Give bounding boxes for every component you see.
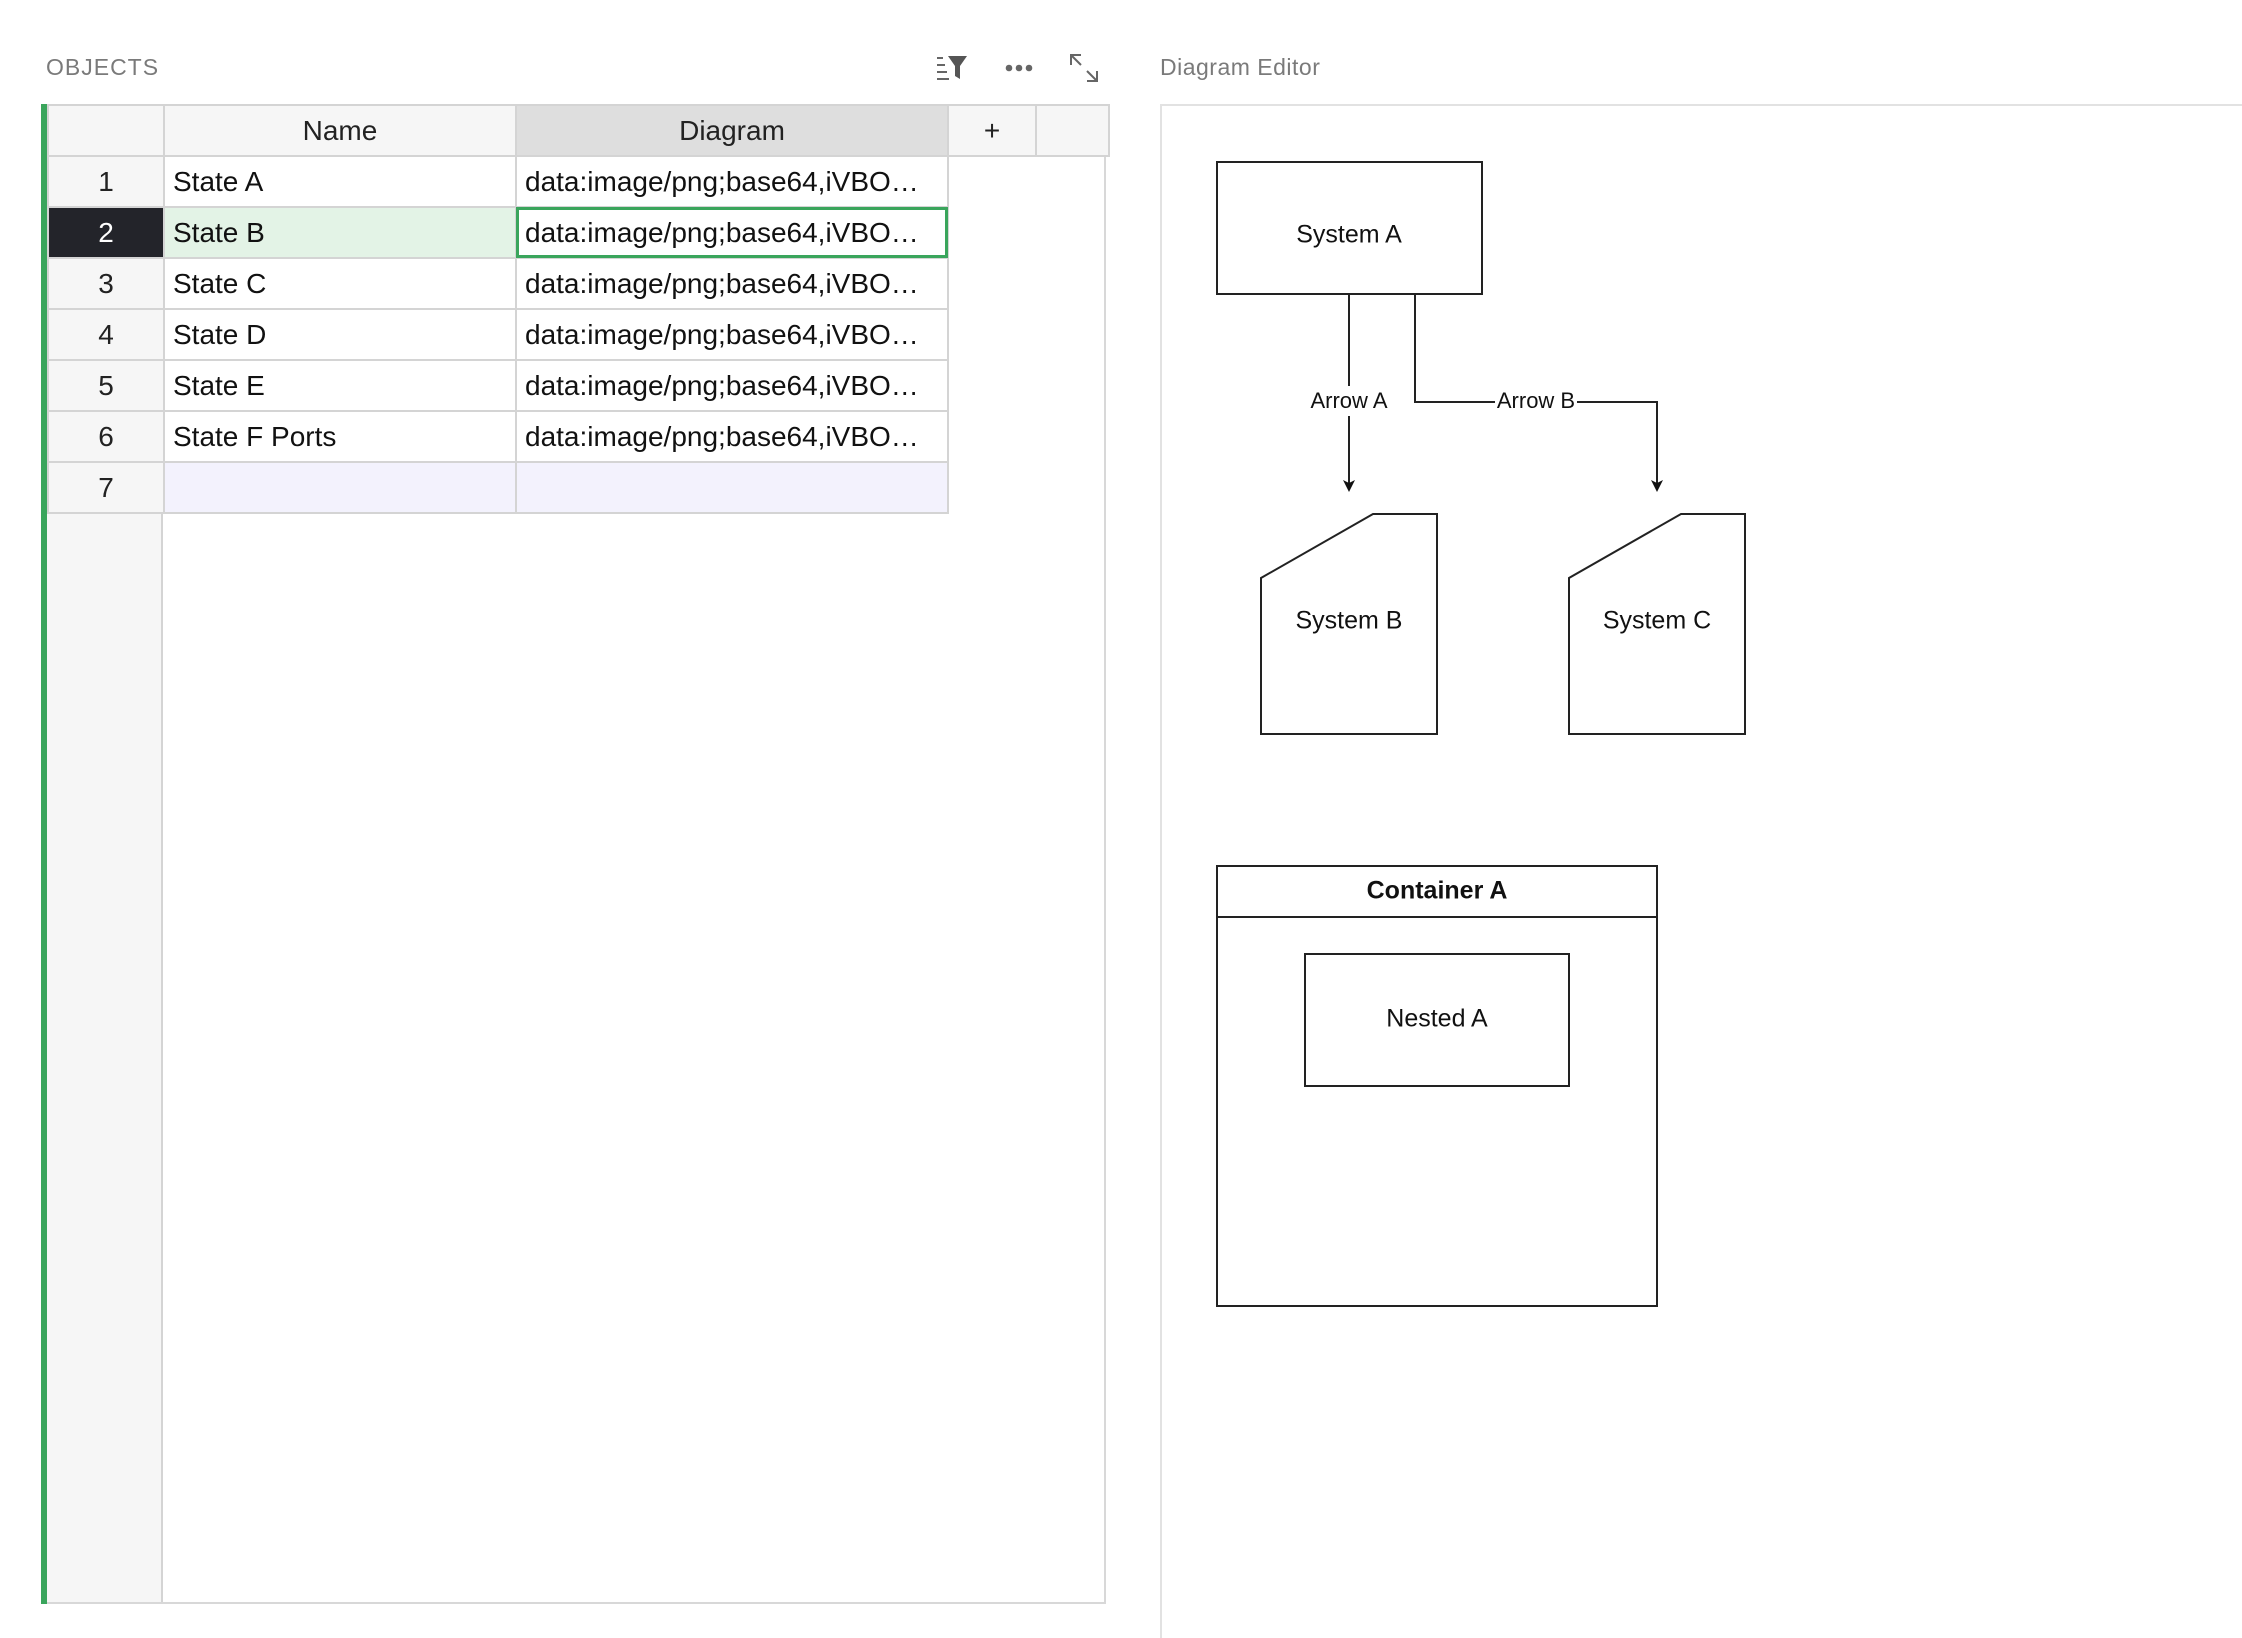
table-row[interactable]: 3 State C data:image/png;base64,iVBO… (47, 257, 1109, 310)
node-container-a-label: Container A (1367, 877, 1508, 905)
edge-arrow-b[interactable]: Arrow B (1414, 294, 1663, 492)
name-cell[interactable]: State B (163, 206, 517, 259)
node-nested-a[interactable]: Nested A (1304, 953, 1570, 1087)
row-number[interactable]: 6 (47, 410, 165, 463)
node-system-b-label: System B (1296, 607, 1403, 635)
expand-icon[interactable] (1064, 50, 1104, 86)
row-number-active[interactable]: 2 (47, 206, 165, 259)
node-system-a-label: System A (1296, 221, 1402, 249)
node-system-c[interactable]: System C (1568, 513, 1746, 735)
edge-arrow-a-label: Arrow A (1310, 388, 1387, 413)
table-row[interactable]: 4 State D data:image/png;base64,iVBO… (47, 308, 1109, 361)
name-cell[interactable]: State F Ports (163, 410, 517, 463)
diagram-cell[interactable]: data:image/png;base64,iVBO… (515, 155, 949, 208)
edge-arrow-b-label: Arrow B (1497, 388, 1575, 413)
table-row[interactable]: 5 State E data:image/png;base64,iVBO… (47, 359, 1109, 412)
row-number[interactable]: 7 (47, 461, 165, 514)
diagram-canvas[interactable]: System A Arrow A Arrow B System B System… (1160, 104, 2242, 1638)
name-cell[interactable]: State D (163, 308, 517, 361)
diagram-cell[interactable]: data:image/png;base64,iVBO… (515, 410, 949, 463)
objects-table: Name Diagram + 1 State A data:image/png;… (47, 104, 1110, 514)
header-row: Name Diagram + (47, 104, 1110, 157)
node-nested-a-label: Nested A (1386, 1005, 1488, 1033)
diagram-cell[interactable]: data:image/png;base64,iVBO… (515, 359, 949, 412)
more-horizontal-icon[interactable] (999, 50, 1039, 86)
row-number[interactable]: 3 (47, 257, 165, 310)
column-header-name[interactable]: Name (163, 104, 517, 157)
objects-panel-title: OBJECTS (46, 54, 160, 80)
diagram-cell[interactable]: data:image/png;base64,iVBO… (515, 257, 949, 310)
corner-cell[interactable] (47, 104, 165, 157)
row-number[interactable]: 4 (47, 308, 165, 361)
node-system-a[interactable]: System A (1216, 161, 1483, 295)
column-header-diagram[interactable]: Diagram (515, 104, 949, 157)
add-column-button[interactable]: + (947, 104, 1037, 157)
column-header-empty (1035, 104, 1110, 157)
diagram-cell-active[interactable]: data:image/png;base64,iVBO… (515, 206, 949, 259)
diagram-editor-title: Diagram Editor (1160, 54, 1321, 80)
name-cell[interactable]: State C (163, 257, 517, 310)
name-cell[interactable]: State A (163, 155, 517, 208)
diagram-cell[interactable]: data:image/png;base64,iVBO… (515, 308, 949, 361)
table-row[interactable]: 6 State F Ports data:image/png;base64,iV… (47, 410, 1109, 463)
table-row[interactable]: 1 State A data:image/png;base64,iVBO… (47, 155, 1109, 208)
row-number[interactable]: 1 (47, 155, 165, 208)
grid-focus-border (41, 104, 1106, 1604)
name-cell[interactable]: State E (163, 359, 517, 412)
name-cell-empty[interactable] (163, 461, 517, 514)
diagram-cell-empty[interactable] (515, 461, 949, 514)
node-system-c-label: System C (1603, 607, 1711, 635)
row-number[interactable]: 5 (47, 359, 165, 412)
node-system-b[interactable]: System B (1260, 513, 1438, 735)
new-record-row[interactable]: 7 (47, 461, 1109, 514)
sort-filter-icon[interactable] (932, 50, 972, 86)
edge-arrow-a[interactable]: Arrow A (1307, 294, 1391, 492)
table-row-selected[interactable]: 2 State B data:image/png;base64,iVBO… (47, 206, 1109, 259)
